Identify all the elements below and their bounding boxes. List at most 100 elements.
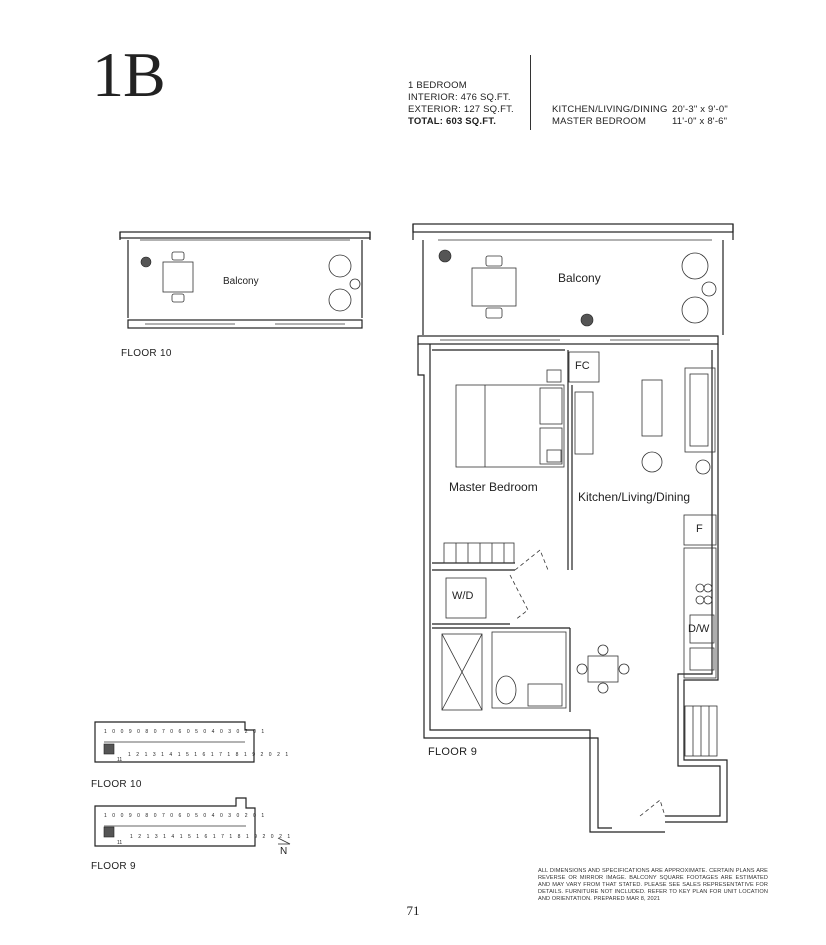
key9-unit: 07 (153, 813, 171, 819)
north-label: N (280, 846, 288, 857)
floor9-fridge-label: F (696, 523, 703, 535)
floor9-bathroom (432, 627, 571, 712)
key10-top-units: 10090807060504030201 (104, 729, 270, 735)
floor9-exterior-walls (417, 344, 728, 833)
key10-unit: 09 (120, 729, 138, 735)
key9-unit: 16 (196, 834, 213, 840)
floor9-window-wall (417, 335, 719, 345)
key9-unit: 06 (170, 813, 187, 819)
key9-unit: 10 (104, 813, 121, 819)
floor9-bed (455, 384, 565, 468)
dim-size-bedroom: 11'-0" x 8'-6" (672, 116, 728, 127)
dim-size-kitchen: 20'-3" x 9'-0" (672, 104, 728, 115)
spec-total: TOTAL: 603 SQ.FT. (408, 116, 497, 127)
key10-unit: 04 (203, 729, 220, 735)
floor9-balcony-table-set (471, 255, 517, 319)
floor9-tv-unit (574, 391, 594, 455)
key9-unit: 02 (236, 813, 254, 819)
floor10-plant-icon (140, 256, 152, 268)
key9-unit: 01 (253, 813, 270, 819)
floor10-balcony-outline (119, 231, 371, 329)
key9-unit: 08 (137, 813, 154, 819)
page-number: 71 (406, 903, 420, 918)
floor9-fc-closet (568, 351, 600, 383)
key10-caption: FLOOR 10 (91, 779, 142, 790)
floor9-bedroom-label: Master Bedroom (449, 480, 538, 494)
key9-bottom-units: 12131415161718192021 (130, 834, 296, 840)
key10-unit: 03 (219, 729, 237, 735)
key10-unit: 19 (243, 752, 261, 758)
key10-unit: 13 (144, 752, 162, 758)
floor9-kitchen-label: Kitchen/Living/Dining (578, 490, 691, 504)
key10-unit: 10 (104, 729, 121, 735)
floor9-laundry (432, 577, 510, 625)
floor9-door-swings (509, 549, 666, 817)
key10-unit: 12 (128, 752, 145, 758)
spec-bedrooms: 1 BEDROOM (408, 80, 467, 91)
floor9-bedroom-closet (443, 542, 515, 564)
floor10-table-set (162, 251, 194, 303)
floor9-outlet-icons (546, 369, 711, 475)
key9-side-unit: 11 (117, 840, 123, 846)
key10-unit: 14 (161, 752, 178, 758)
key9-unit: 15 (179, 834, 197, 840)
floor9-armchair (641, 451, 663, 473)
key10-unit: 17 (210, 752, 228, 758)
key10-unit: 01 (253, 729, 270, 735)
floor10-plan-caption: FLOOR 10 (121, 348, 172, 359)
key10-unit: 06 (170, 729, 187, 735)
floor9-balcony-label: Balcony (558, 271, 601, 285)
key10-unit: 15 (177, 752, 195, 758)
dim-room-kitchen: KITCHEN/LIVING/DINING (552, 104, 668, 115)
key10-unit: 20 (260, 752, 278, 758)
key9-unit: 20 (262, 834, 280, 840)
key10-unit: 02 (236, 729, 254, 735)
key9-unit: 12 (130, 834, 147, 840)
key10-unit: 05 (186, 729, 204, 735)
key9-unit: 21 (279, 834, 296, 840)
key9-unit: 19 (245, 834, 263, 840)
floor9-plant-icons (438, 249, 594, 327)
floor10-balcony-label: Balcony (223, 276, 259, 287)
spec-exterior: EXTERIOR: 127 SQ.FT. (408, 104, 514, 115)
floor9-plan-caption: FLOOR 9 (428, 746, 478, 758)
key9-unit: 05 (186, 813, 204, 819)
floor9-fc-label: FC (575, 360, 590, 372)
key9-unit: 03 (219, 813, 237, 819)
key9-unit: 17 (212, 834, 230, 840)
key9-unit: 18 (229, 834, 246, 840)
spec-divider (530, 55, 531, 130)
key10-bottom-units: 12131415161718192021 (128, 752, 294, 758)
floor9-dishwasher-label: D/W (688, 623, 710, 635)
floor9-dining-set (576, 644, 630, 694)
dim-room-bedroom: MASTER BEDROOM (552, 116, 647, 127)
disclaimer-text: ALL DIMENSIONS AND SPECIFICATIONS ARE AP… (538, 868, 768, 902)
spec-interior: INTERIOR: 476 SQ.FT. (408, 92, 511, 103)
key10-unit: 18 (227, 752, 244, 758)
key9-unit: 13 (146, 834, 164, 840)
key10-unit: 07 (153, 729, 171, 735)
floor9-kitchen-counter (683, 514, 717, 679)
key9-caption: FLOOR 9 (91, 861, 136, 872)
floor9-washer-label: W/D (452, 590, 474, 602)
floor10-lounge-chairs (328, 254, 361, 312)
key10-unit: 21 (277, 752, 294, 758)
key10-unit: 08 (137, 729, 154, 735)
key9-unit: 09 (120, 813, 138, 819)
key9-unit: 04 (203, 813, 220, 819)
floor9-entry-closet (684, 705, 718, 757)
floor9-coffee-table (641, 379, 663, 437)
key10-side-unit: 11 (117, 757, 123, 763)
key10-unit: 16 (194, 752, 211, 758)
floor9-sofa (684, 367, 716, 453)
unit-title: 1B (92, 39, 166, 110)
key9-top-units: 10090807060504030201 (104, 813, 270, 819)
key9-unit: 14 (163, 834, 180, 840)
floor9-balcony-outline (412, 223, 734, 335)
floor9-lounge-chairs (681, 252, 717, 324)
